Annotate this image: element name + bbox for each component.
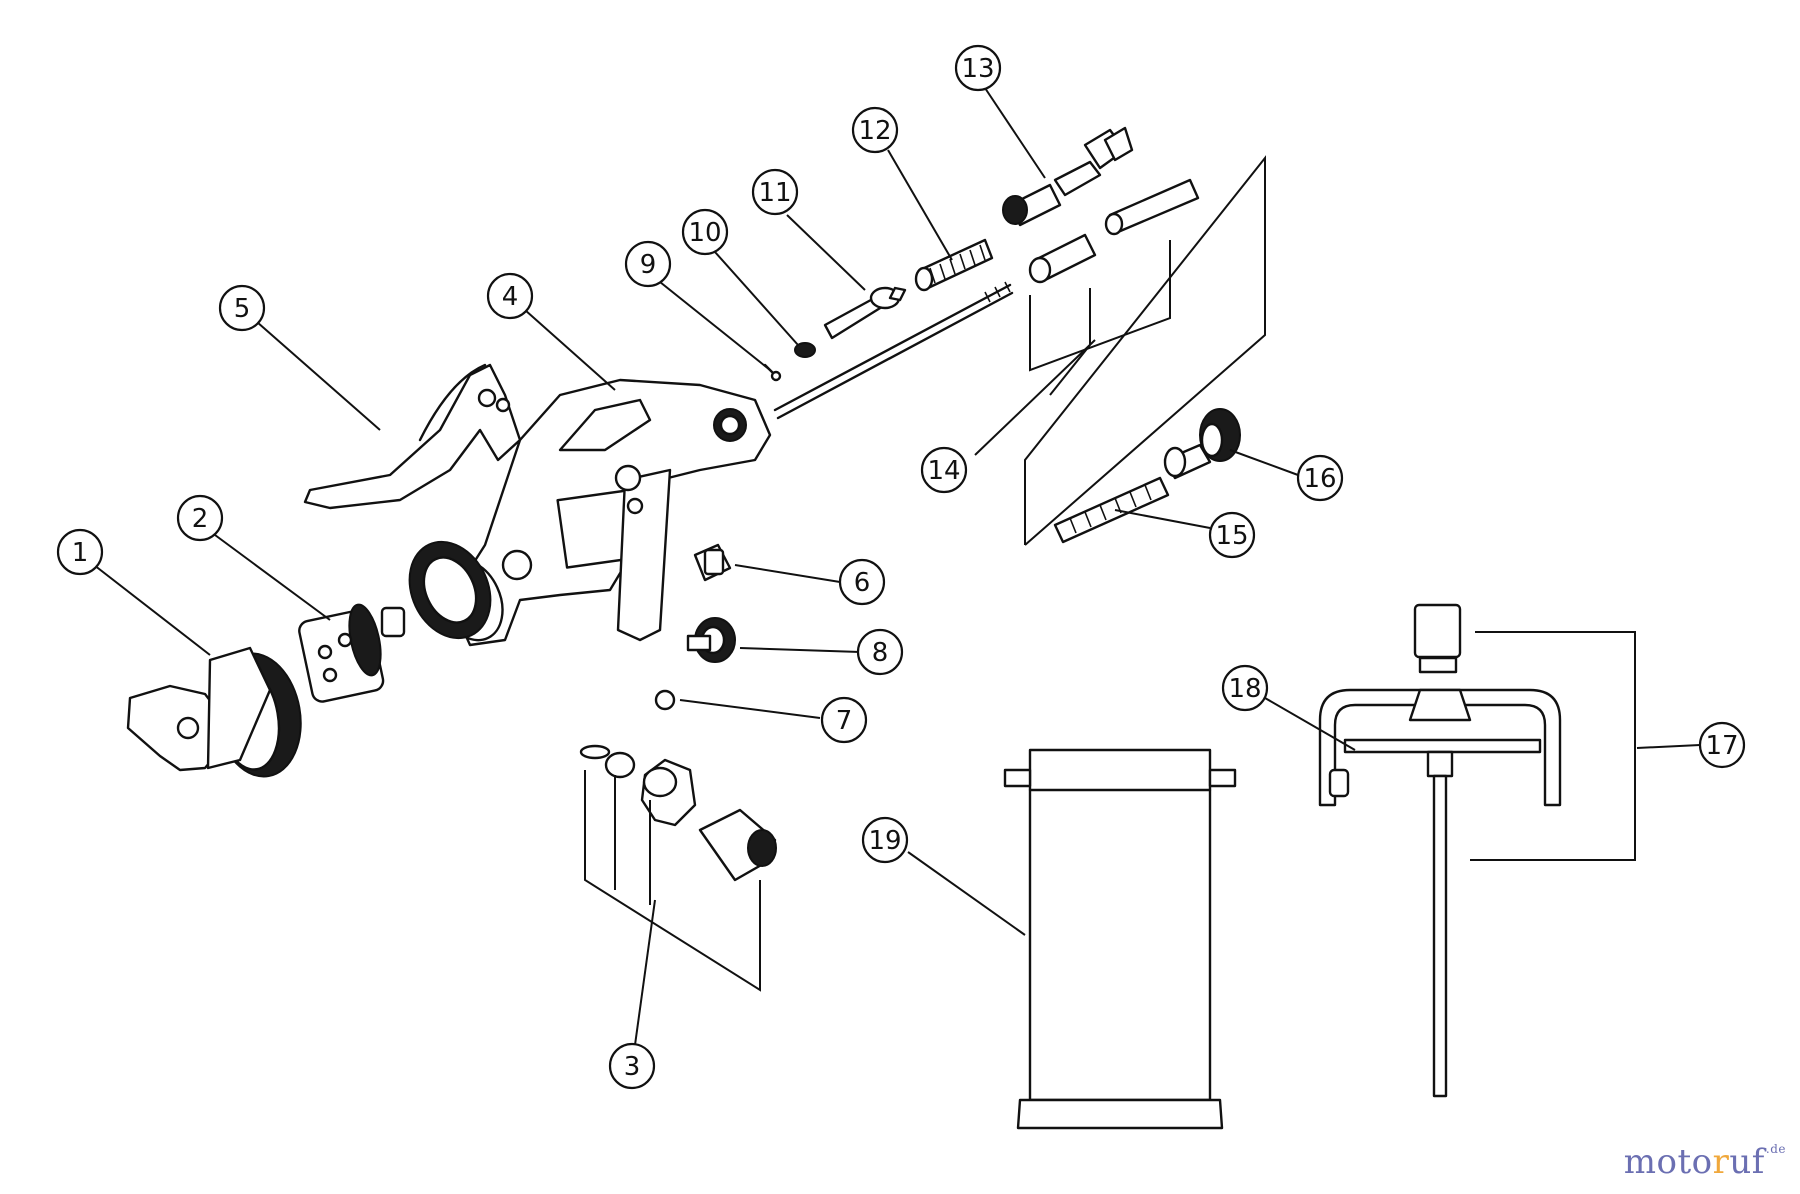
svg-text:13: 13 — [961, 54, 994, 84]
callout-2: 2 — [176, 494, 224, 542]
part-16-knob-screw — [1163, 408, 1241, 480]
part-11-needle — [823, 286, 907, 340]
part-19-cup — [1003, 748, 1237, 1130]
callout-9: 9 — [624, 240, 672, 288]
part-swivel-nut — [408, 540, 492, 640]
part-6-screw — [693, 543, 732, 582]
callout-14: 14 — [920, 446, 968, 494]
watermark-logo: motoruf.de — [1624, 1142, 1786, 1182]
logo-part-2: r — [1712, 1142, 1730, 1182]
part-5-trigger — [303, 363, 522, 510]
callout-10: 10 — [681, 208, 729, 256]
part-1-tip-guard — [126, 646, 302, 778]
part-3-valve-assembly — [579, 744, 777, 882]
part-13-inlet-fitting — [1002, 126, 1134, 227]
callout-8: 8 — [856, 628, 904, 676]
svg-text:16: 16 — [1303, 464, 1336, 494]
svg-text:5: 5 — [234, 294, 251, 324]
svg-text:6: 6 — [854, 568, 871, 598]
part-7-o-ring — [654, 689, 676, 711]
part-17-lid-assembly — [1318, 603, 1562, 1098]
svg-text:2: 2 — [192, 504, 209, 534]
part-14-needle-rod — [773, 178, 1200, 420]
part-2-tip-assembly — [298, 603, 406, 703]
callout-3: 3 — [608, 1042, 656, 1090]
logo-tld: .de — [1765, 1142, 1786, 1156]
svg-text:15: 15 — [1215, 521, 1248, 551]
logo-part-1: moto — [1623, 1142, 1713, 1182]
leader-lines — [93, 87, 1701, 1046]
callout-7: 7 — [820, 696, 868, 744]
callout-18: 18 — [1221, 664, 1269, 712]
svg-text:12: 12 — [858, 116, 891, 146]
part-12-spring — [914, 238, 994, 292]
callout-4: 4 — [486, 272, 534, 320]
part-15-threaded-rod — [1053, 476, 1170, 544]
svg-text:19: 19 — [868, 826, 901, 856]
svg-text:3: 3 — [624, 1052, 641, 1082]
svg-text:14: 14 — [927, 456, 960, 486]
svg-text:7: 7 — [836, 706, 853, 736]
part-8-knob — [686, 617, 736, 663]
svg-text:1: 1 — [72, 538, 89, 568]
callout-1: 1 — [56, 528, 104, 576]
svg-text:8: 8 — [872, 638, 889, 668]
svg-text:10: 10 — [688, 218, 721, 248]
logo-part-3: uf — [1729, 1142, 1765, 1182]
svg-text:18: 18 — [1228, 674, 1261, 704]
callout-12: 12 — [851, 106, 899, 154]
callout-11: 11 — [751, 168, 799, 216]
svg-text:17: 17 — [1705, 731, 1738, 761]
callout-19: 19 — [861, 816, 909, 864]
callout-6: 6 — [838, 558, 886, 606]
part-4-gun-body — [436, 378, 772, 647]
callout-5: 5 — [218, 284, 266, 332]
callout-13: 13 — [954, 44, 1002, 92]
callout-17: 17 — [1698, 721, 1746, 769]
svg-text:4: 4 — [502, 282, 519, 312]
callout-15: 15 — [1208, 511, 1256, 559]
part-10-seal — [794, 342, 816, 358]
svg-text:9: 9 — [640, 250, 657, 280]
callout-16: 16 — [1296, 454, 1344, 502]
svg-text:11: 11 — [758, 178, 791, 208]
